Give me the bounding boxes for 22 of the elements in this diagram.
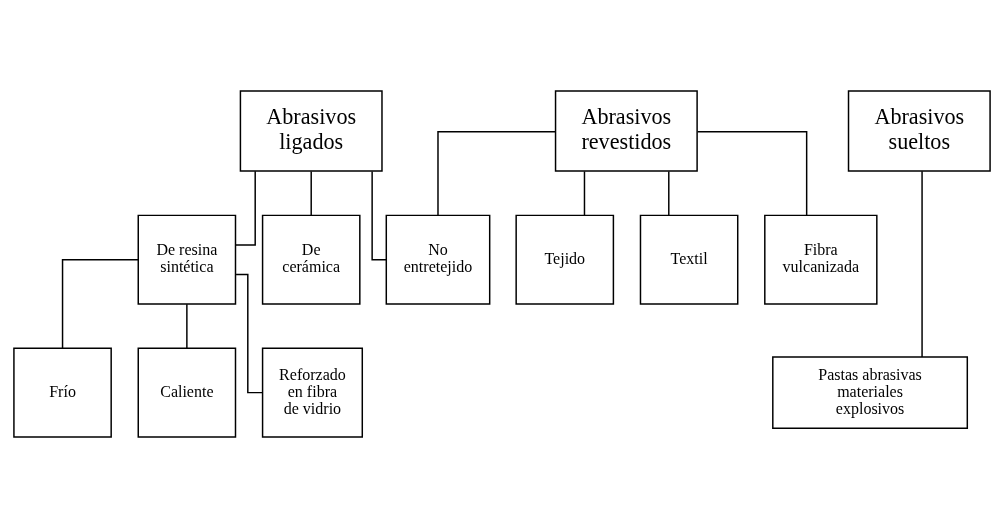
node-box: Abrasivos ligados [239,90,383,172]
node-box: Textil [639,214,738,305]
node-box: Tejido [514,214,614,305]
connector [696,130,807,216]
node-box: De cerámica [261,214,361,305]
node-box: Fibra vulcanizada [763,214,878,305]
node-box: Reforzado en fibra de vidrio [261,347,363,438]
node-box: Abrasivos revestidos [554,90,698,172]
connector [61,258,139,349]
node-box: De resina sintética [137,214,236,305]
connector [667,170,670,216]
connector [185,303,188,349]
connector [583,170,585,216]
node-box: No entretejido [385,214,490,305]
node-box: Pastas abrasivas materiales explosivos [771,356,968,430]
connector [309,170,312,216]
connector [234,170,256,246]
connector [436,130,556,216]
node-box: Abrasivos sueltos [847,90,991,172]
node-box: Frío [12,347,112,438]
connector [920,170,923,358]
node-box: Caliente [137,347,236,438]
